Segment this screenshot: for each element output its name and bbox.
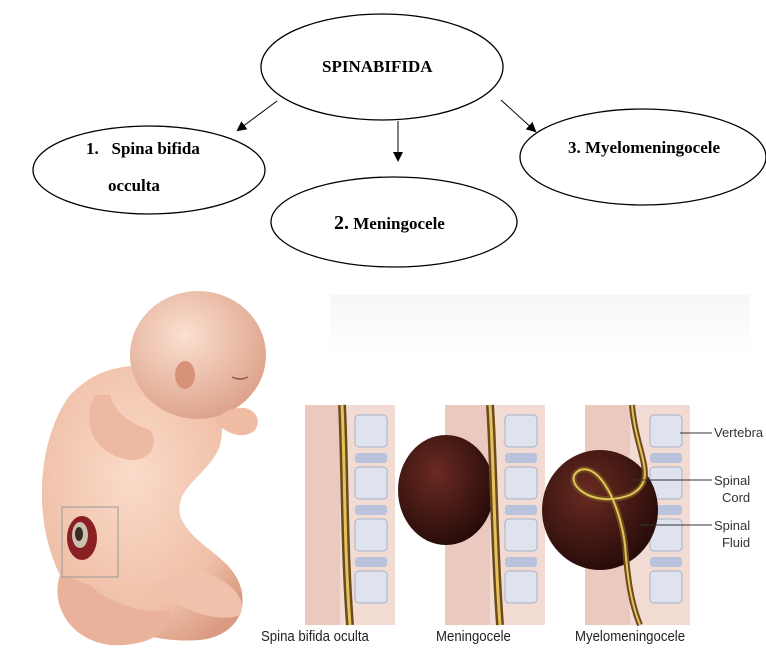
type1-label-line1: 1. Spina bifida bbox=[86, 139, 200, 159]
meningocele-sac bbox=[398, 435, 494, 545]
type2-name: Meningocele bbox=[349, 214, 445, 233]
arrow-to-type3 bbox=[501, 100, 535, 131]
myelomeningocele-sac bbox=[542, 450, 658, 570]
type3-label: 3. Myelomeningocele bbox=[568, 138, 720, 158]
baby-head bbox=[130, 291, 266, 419]
label-vertebra: Vertebra bbox=[714, 424, 763, 441]
caption-myelomeningocele: Myelomeningocele bbox=[575, 628, 685, 645]
caption-meningocele: Meningocele bbox=[436, 628, 511, 645]
baby-figure bbox=[42, 291, 266, 645]
arrow-to-type1 bbox=[238, 101, 277, 130]
spine-section-oculta bbox=[305, 405, 395, 625]
type2-number: 2. bbox=[334, 212, 349, 234]
type1-label-line2: occulta bbox=[108, 176, 160, 196]
caption-spina-bifida-oculta: Spina bifida oculta bbox=[261, 628, 369, 645]
root-label: SPINABIFIDA bbox=[322, 57, 433, 77]
label-spinal-cord: Spinal Cord bbox=[714, 472, 750, 506]
spine-section-myelomeningocele bbox=[542, 405, 712, 625]
type2-label: 2. Meningocele bbox=[334, 212, 445, 235]
spina-bifida-illustration bbox=[0, 285, 766, 663]
spine-section-meningocele bbox=[398, 405, 545, 625]
label-spinal-fluid: Spinal Fluid bbox=[714, 517, 750, 551]
